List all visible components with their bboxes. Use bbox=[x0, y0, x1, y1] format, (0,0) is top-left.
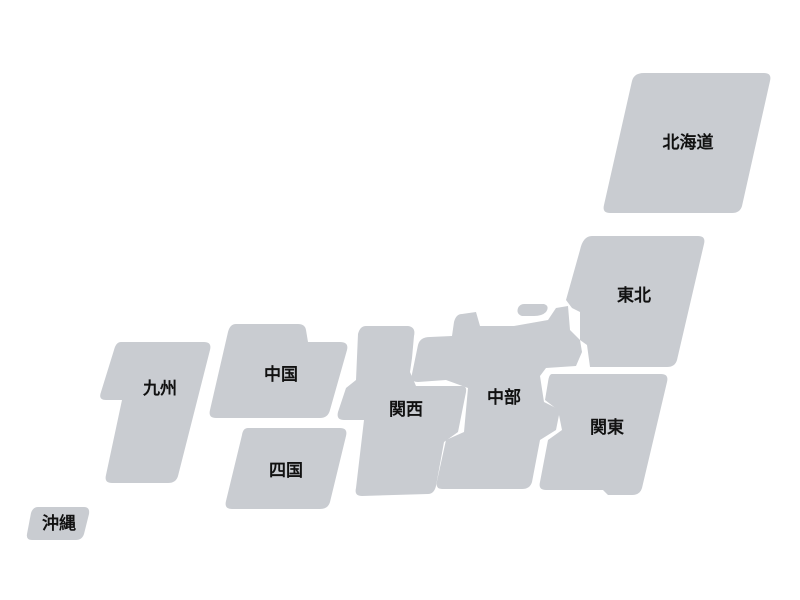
region-okinawa-shape[interactable] bbox=[26, 507, 90, 540]
region-kansai-shape[interactable] bbox=[337, 326, 467, 496]
region-chubu-shape[interactable] bbox=[411, 306, 582, 489]
region-shikoku[interactable]: 四国 bbox=[225, 428, 347, 509]
region-shikoku-shape[interactable] bbox=[225, 428, 347, 509]
region-kanto[interactable]: 関東 bbox=[539, 374, 668, 495]
region-chugoku[interactable]: 中国 bbox=[209, 324, 348, 418]
region-hokkaido-shape[interactable] bbox=[603, 73, 771, 213]
region-sado-shape[interactable] bbox=[517, 304, 548, 316]
region-kanto-shape[interactable] bbox=[539, 374, 668, 495]
region-kyushu[interactable]: 九州 bbox=[100, 342, 211, 483]
region-chugoku-shape[interactable] bbox=[209, 324, 348, 418]
region-tohoku[interactable]: 東北 bbox=[566, 236, 705, 367]
region-tohoku-shape[interactable] bbox=[566, 236, 705, 367]
region-kyushu-shape[interactable] bbox=[100, 342, 211, 483]
region-okinawa[interactable]: 沖縄 bbox=[26, 507, 90, 540]
region-hokkaido[interactable]: 北海道 bbox=[603, 73, 771, 213]
